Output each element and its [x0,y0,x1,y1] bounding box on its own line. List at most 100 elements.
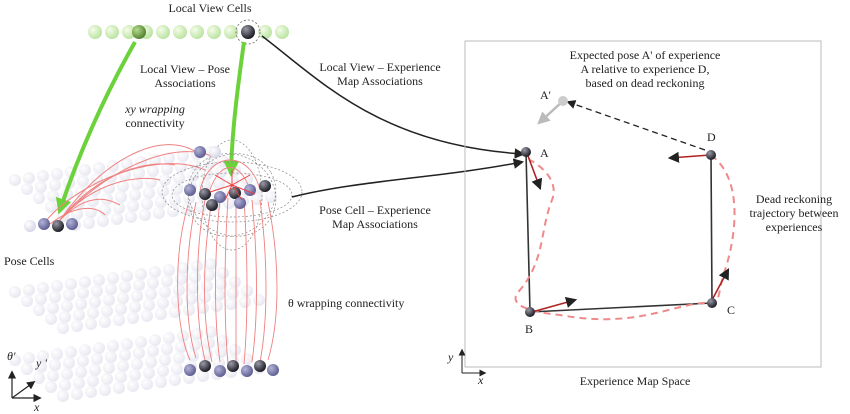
pose-cell [169,306,181,318]
pose-cell [239,296,251,308]
pose-cell [21,183,33,195]
lv-exp-assoc-label-2: Map Associations [337,74,423,88]
pose-cell [147,277,159,289]
pose-cell [131,290,143,302]
pose-cell [155,376,167,388]
pose-cell [97,215,109,227]
pose-cell [77,355,89,367]
pose-cell [197,370,209,382]
pose-cell [143,299,155,311]
pose-cell [115,191,127,203]
pose-cell [141,378,153,390]
pose-cell [159,286,171,298]
pose-cell [45,201,57,213]
pose-cell [205,258,217,270]
experience-map-space-label: Experience Map Space [579,374,691,388]
pose-cell [125,211,137,223]
pose-cell [61,300,73,312]
local-view-cell [190,25,204,39]
pose-cell [37,350,49,362]
pose-cell [71,320,83,332]
dead-reckoning-label-1: Dead reckoning [755,192,833,206]
pose-cell [49,179,61,191]
pose-cell [229,276,241,288]
pose-cell [115,371,127,383]
pose-cell [121,338,133,350]
pose-cell [77,287,89,299]
pose-cell [133,347,145,359]
node-a-label: A [540,146,549,160]
expected-pose-label-1: Expected pose A' of experience [569,48,721,62]
xy-wrap-label-1: xy wrapping [125,102,185,116]
pose-cell [37,282,49,294]
pose-cells-label: Pose Cells [4,254,55,268]
pose-cell [79,276,91,288]
pose-cell [103,182,115,194]
pose-cell [85,318,97,330]
pose-cell [183,304,195,316]
pose-cell [169,374,181,386]
pose-cell [99,384,111,396]
local-view-cell-active-dark [241,25,255,39]
pose-cell [115,303,127,315]
pose-cells-active-cluster-top [184,146,271,211]
pose-cell [63,357,75,369]
node-heading-arrows [527,151,730,313]
pose-cell [45,313,57,325]
pose-cell [23,284,35,296]
local-view-cell [156,25,170,39]
pose-cell [89,296,101,308]
pose-cell [47,190,59,202]
pose-cell [265,191,277,203]
pose-cell [129,189,141,201]
pose-cell [223,197,235,209]
pose-cell [215,346,227,358]
experience-node-c [707,298,717,308]
local-view-cell [258,25,272,39]
pose-cell [91,353,103,365]
pose-cell [205,326,217,338]
xy-wrap-label-2: connectivity [125,116,185,130]
axis-theta-label: θ' [7,349,16,363]
local-view-cell-active-green [132,25,146,39]
pose-cell [211,300,223,312]
a-prime-heading-arrow [537,100,564,125]
experience-map-frame [464,40,822,368]
pose-cell [51,280,63,292]
pose-cell [21,363,33,375]
pose-cell [49,359,61,371]
local-view-cell [173,25,187,39]
pose-cell [159,174,171,186]
pose-cell [203,269,215,281]
theta-wrap-label: θ wrapping connectivity [288,296,405,310]
pose-cell [85,386,97,398]
pose-cell [171,295,183,307]
pose-cell [177,262,189,274]
experience-node-a [521,147,531,157]
pose-cell [101,193,113,205]
node-b-label: B [525,322,534,336]
pose-cell [167,205,179,217]
axis-x-label: x [34,400,40,414]
pose-cell [87,195,99,207]
pose-cell [145,288,157,300]
pose-cell [141,310,153,322]
pose-cell [127,380,139,392]
pose-cell [133,167,145,179]
pose-cell [163,152,175,164]
pose-cell [171,363,183,375]
pose-cell [225,298,237,310]
local-view-experience-arrow [261,35,526,159]
pose-cells-left-active [24,218,78,232]
pose-cell [147,345,159,357]
pose-cell [117,292,129,304]
expected-pose-line [566,100,706,151]
pose-cell [163,332,175,344]
pose-cell [79,164,91,176]
pose-cell [91,285,103,297]
pose-cell [201,280,213,292]
pose-cell [161,275,173,287]
pose-cell [35,293,47,305]
pose-cell [143,367,155,379]
